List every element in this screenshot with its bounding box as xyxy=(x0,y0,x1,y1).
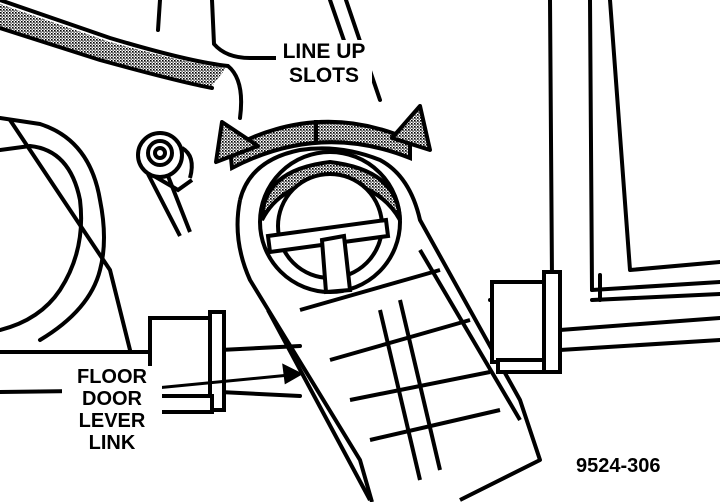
line-up-slots-callout: LINE UP SLOTS xyxy=(276,40,372,88)
callout-line: FLOOR xyxy=(77,366,147,388)
lever-arm xyxy=(235,146,542,502)
rotation-arrow-icon xyxy=(214,104,432,172)
callout-line: LINK xyxy=(88,432,136,454)
pivot-hub xyxy=(258,150,402,295)
lever-link-leader xyxy=(155,363,304,390)
callout-line: LEVER xyxy=(78,410,146,432)
callout-line: DOOR xyxy=(82,388,142,410)
figure-number: 9524-306 xyxy=(576,455,661,477)
floor-door-lever-link-callout: FLOOR DOOR LEVER LINK xyxy=(62,366,162,454)
callout-line: LINE UP xyxy=(282,40,366,63)
shaded-wall-band xyxy=(0,4,226,86)
actuator-pin xyxy=(136,131,194,237)
callout-line: SLOTS xyxy=(288,64,359,87)
link-coupler-right xyxy=(490,270,562,374)
